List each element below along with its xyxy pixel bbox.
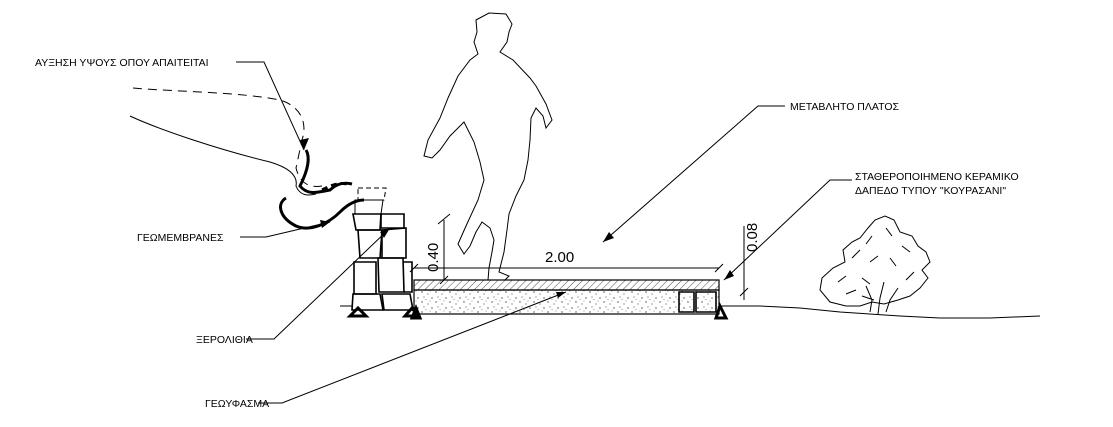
label-geomembranes-text: ΓΕΩΜΕΜΒΡΑΝΕΣ: [137, 232, 224, 244]
label-geotextile-text: ΓΕΩΥΦΑΣΜΑ: [205, 398, 269, 410]
label-ceramic-floor: ΣΤΑΘΕΡΟΠΟΙΗΜΕΝΟ ΚΕΡΑΜΙΚΟ ΔΑΠΕΔΟ ΤΥΠΟΥ "Κ…: [723, 171, 1019, 281]
dimension-height: 0.40: [425, 213, 451, 285]
dimension-thickness-value: 0.08: [744, 223, 761, 252]
dry-stone-wall: [346, 187, 421, 318]
label-variable-width: ΜΕΤΑΒΛΗΤΟ ΠΛΑΤΟΣ: [602, 101, 900, 243]
label-raise-walls: ΑΥΞΗΣΗ ΥΨΟΥΣ ΟΠΟΥ ΑΠΑΙΤΕΙΤΑΙ: [35, 57, 309, 151]
label-dry-stone: ΞΕΡΟΛΙΘΙΑ: [196, 227, 391, 346]
label-geomembranes: ΓΕΩΜΕΜΒΡΑΝΕΣ: [137, 220, 331, 244]
label-dry-stone-text: ΞΕΡΟΛΙΘΙΑ: [196, 334, 253, 346]
dimension-width-value: 2.00: [545, 249, 574, 266]
person-silhouette: [423, 12, 553, 281]
label-ceramic-line2: ΔΑΠΕΔΟ ΤΥΠΟΥ "ΚΟΥΡΑΣΑΝΙ": [855, 185, 1006, 197]
geomembrane: [129, 87, 365, 230]
dimension-width: 2.00: [409, 249, 724, 273]
dimension-thickness: 0.08: [739, 223, 761, 300]
label-geotextile: ΓΕΩΥΦΑΣΜΑ: [205, 291, 567, 410]
ground-line: [340, 305, 1041, 319]
label-raise-walls-text: ΑΥΞΗΣΗ ΥΨΟΥΣ ΟΠΟΥ ΑΠΑΙΤΕΙΤΑΙ: [35, 57, 209, 69]
shrub: [819, 215, 931, 315]
label-ceramic-line1: ΣΤΑΘΕΡΟΠΟΙΗΜΕΝΟ ΚΕΡΑΜΙΚΟ: [855, 171, 1019, 183]
dimension-height-value: 0.40: [425, 243, 442, 272]
label-variable-width-text: ΜΕΤΑΒΛΗΤΟ ΠΛΑΤΟΣ: [790, 101, 900, 113]
pavement-section: [409, 279, 729, 320]
